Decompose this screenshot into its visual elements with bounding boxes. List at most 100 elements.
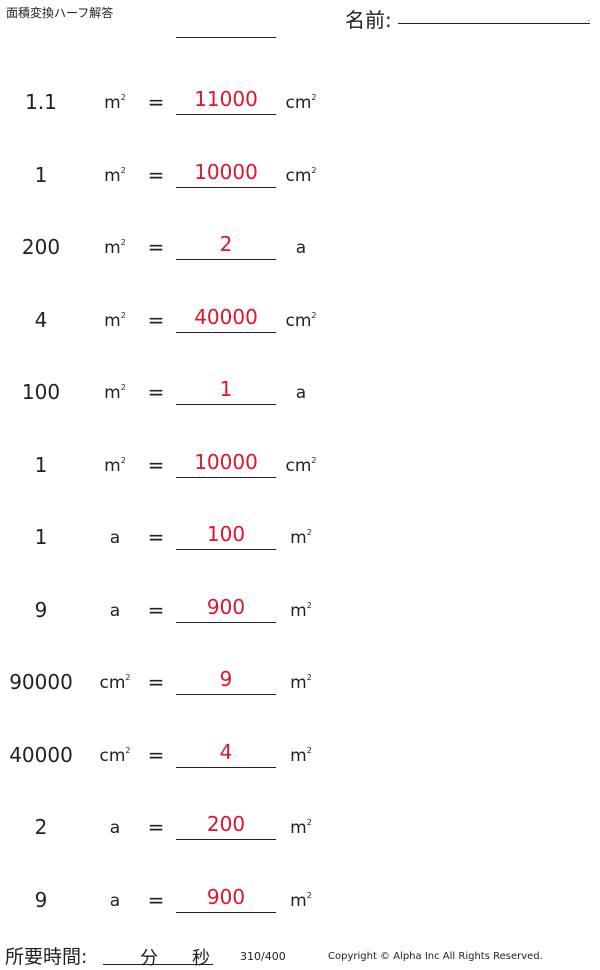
equals-sign: =: [147, 90, 165, 114]
seconds-label: 秒: [192, 948, 210, 969]
unit-to: a: [279, 238, 323, 258]
unit-from-square: 2: [120, 310, 126, 320]
unit-to: cm2: [279, 166, 323, 186]
unit-from: a: [93, 891, 137, 911]
name-field-line[interactable]: .: [398, 14, 590, 24]
problem-value: 9: [34, 887, 48, 912]
problem-value: 200: [21, 235, 61, 259]
unit-from-text: a: [109, 600, 121, 621]
unit-to-square: 2: [306, 745, 312, 755]
unit-from: m2: [93, 93, 137, 113]
unit-from-square: 2: [125, 673, 131, 682]
unit-from-square: 2: [120, 238, 126, 247]
unit-to-text: m: [290, 745, 307, 766]
answer-field[interactable]: 4: [176, 737, 276, 768]
answer-field[interactable]: 10000: [176, 447, 276, 478]
unit-to-text: m: [290, 890, 307, 911]
unit-to-text: cm: [285, 455, 312, 476]
problem-value: 1: [34, 525, 48, 549]
time-taken-line[interactable]: [103, 964, 213, 965]
unit-to: m2: [279, 601, 323, 621]
unit-from-text: a: [109, 528, 121, 548]
problem-value: 1.1: [25, 90, 57, 114]
answer-field[interactable]: 900: [176, 592, 276, 623]
equals-sign: =: [147, 670, 165, 694]
problem-value: 90000: [9, 670, 73, 694]
unit-to-square: 2: [311, 455, 317, 465]
unit-from-text: a: [109, 890, 121, 911]
unit-to-square: 2: [306, 600, 312, 610]
unit-from: m2: [93, 166, 137, 186]
answer-field[interactable]: 900: [176, 882, 276, 913]
unit-from: m2: [93, 238, 137, 258]
answer-field[interactable]: 11000: [176, 84, 276, 115]
name-line-end-mark: .: [587, 14, 590, 23]
unit-to-text: cm: [285, 310, 312, 331]
problem-value: 1: [34, 162, 48, 187]
unit-from-text: m: [104, 383, 121, 403]
unit-to-square: 2: [306, 890, 312, 900]
unit-to: m2: [279, 528, 323, 548]
unit-from-square: 2: [120, 165, 126, 175]
unit-to: m2: [279, 673, 323, 693]
unit-from-text: m: [104, 93, 121, 113]
copyright-notice: Copyright © Alpha Inc All Rights Reserve…: [328, 951, 543, 962]
unit-to-text: m: [290, 528, 307, 548]
time-taken-label: 所要時間:: [5, 946, 88, 968]
unit-to: a: [279, 383, 323, 403]
unit-to: cm2: [279, 311, 323, 331]
problem-value: 1: [34, 452, 48, 477]
answer-field[interactable]: 9: [176, 664, 276, 695]
unit-from: cm2: [93, 746, 137, 766]
equals-sign: =: [147, 380, 165, 404]
unit-from: a: [93, 818, 137, 838]
unit-to-text: cm: [285, 165, 312, 186]
answer-field[interactable]: 100: [176, 519, 276, 550]
unit-from-square: 2: [120, 93, 126, 102]
unit-to: m2: [279, 818, 323, 838]
equals-sign: =: [147, 887, 165, 912]
unit-from: m2: [93, 383, 137, 403]
unit-to-square: 2: [311, 93, 317, 102]
unit-to: m2: [279, 746, 323, 766]
equals-sign: =: [147, 162, 165, 187]
answer-field[interactable]: 1: [176, 374, 276, 405]
answer-field[interactable]: 200: [176, 809, 276, 840]
unit-from: a: [93, 528, 137, 548]
equals-sign: =: [147, 235, 165, 259]
answer-field[interactable]: 40000: [176, 302, 276, 333]
answer-field[interactable]: 2: [176, 229, 276, 260]
unit-to-text: cm: [285, 93, 312, 113]
minutes-label: 分: [140, 948, 158, 969]
problem-value: 4: [34, 307, 48, 332]
unit-to: m2: [279, 891, 323, 911]
unit-to-square: 2: [306, 673, 312, 682]
answer-field[interactable]: 10000: [176, 157, 276, 188]
unit-to-text: a: [295, 383, 307, 403]
unit-from-text: m: [104, 310, 121, 331]
equals-sign: =: [147, 742, 165, 767]
page-number: 310/400: [240, 950, 286, 963]
unit-to-text: m: [290, 600, 307, 621]
unit-from-square: 2: [120, 455, 126, 465]
unit-from: m2: [93, 456, 137, 476]
unit-to-square: 2: [306, 818, 312, 827]
unit-from-text: a: [109, 818, 121, 838]
unit-from-text: m: [104, 165, 121, 186]
unit-from-square: 2: [125, 745, 131, 755]
unit-from-text: m: [104, 455, 121, 476]
unit-to-text: a: [295, 238, 307, 258]
unit-to-text: m: [290, 818, 307, 838]
unit-from: cm2: [93, 673, 137, 693]
unit-from: a: [93, 601, 137, 621]
problem-value: 9: [34, 597, 48, 622]
worksheet-title: 面積変換ハーフ解答: [6, 6, 114, 20]
unit-from-text: cm: [99, 745, 126, 766]
